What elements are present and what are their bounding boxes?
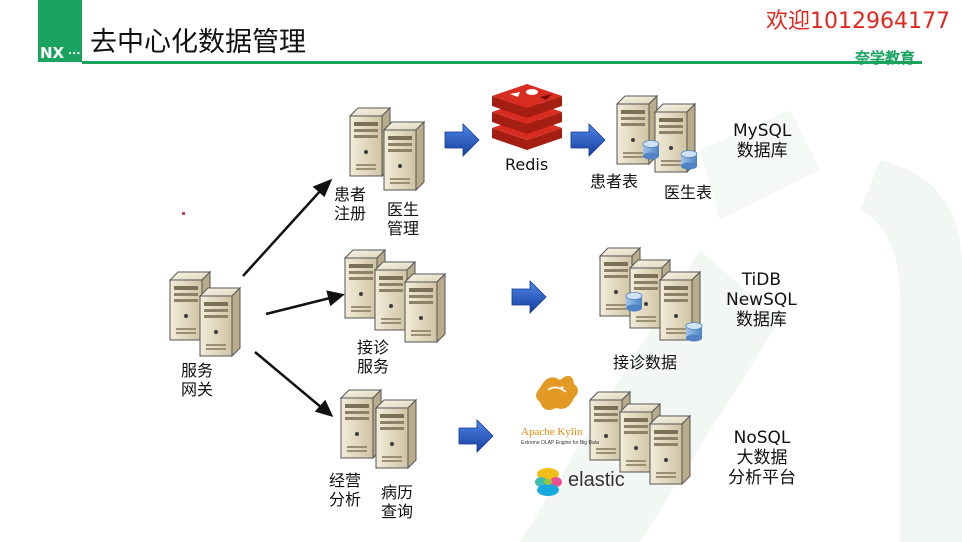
nosql-title-line2: 大数据 [736, 448, 788, 468]
register-label-line1: 患者 [334, 185, 367, 204]
operations-service-servers [340, 389, 417, 469]
nosql-title-line1: NoSQL [733, 428, 791, 448]
register-service-servers [349, 107, 425, 191]
consult-label-line2: 服务 [357, 357, 390, 376]
gateway-connectors [242, 178, 345, 417]
nosql-title-line3: 分析平台 [728, 468, 796, 488]
doctor-mgmt-label-line1: 医生 [387, 200, 420, 219]
doctor-mgmt-label: 医生 管理 [387, 200, 419, 238]
connector-to-register [242, 188, 323, 277]
server-icon [404, 273, 446, 343]
consult-data-label: 接诊数据 [613, 353, 678, 372]
logo-dots-icon: ∙∙∙ [68, 47, 81, 60]
records-label-line2: 查询 [381, 502, 414, 521]
database-cylinder-icon [680, 150, 698, 170]
doctor-mgmt-label-line2: 管理 [387, 219, 420, 238]
server-icon [375, 399, 417, 469]
records-label: 病历 查询 [381, 483, 413, 521]
stray-mark [182, 212, 185, 215]
nx-logo: NX ∙∙∙ [38, 0, 82, 62]
gateway-label: 服务 网关 [181, 361, 213, 399]
elastic-name: elastic [568, 469, 625, 491]
arrowhead-icon [312, 178, 333, 198]
register-label: 患者 注册 [334, 185, 366, 223]
gateway-label-line1: 服务 [181, 361, 214, 380]
kylin-logo-icon [536, 375, 578, 410]
page-title: 去中心化数据管理 [90, 27, 306, 58]
watermark-text: 欢迎1012964177 [766, 9, 950, 34]
consult-service-servers [344, 249, 446, 343]
right-arrow-icon [444, 123, 480, 157]
database-cylinder-icon [625, 292, 643, 312]
mysql-title-line1: MySQL [733, 121, 792, 141]
header-divider [82, 61, 922, 64]
right-arrow-icon [570, 123, 606, 157]
kylin-name: Apache Kylin [521, 426, 583, 438]
server-icon [383, 121, 425, 191]
right-arrow-icon [511, 280, 547, 314]
tidb-title-line1: TiDB [741, 270, 782, 290]
database-cylinder-icon [685, 322, 703, 342]
gateway-servers [169, 271, 241, 357]
tidb-title: TiDB NewSQL 数据库 [726, 270, 797, 330]
server-icon [649, 415, 691, 485]
operations-label: 经营 分析 [329, 471, 361, 509]
register-label-line2: 注册 [334, 204, 367, 223]
consult-label: 接诊 服务 [357, 338, 389, 376]
patient-table-label: 患者表 [590, 172, 639, 191]
tidb-servers [599, 247, 703, 342]
tidb-title-line3: 数据库 [735, 310, 787, 330]
right-arrow-icon [458, 419, 494, 453]
operations-label-line2: 分析 [329, 490, 362, 509]
records-label-line1: 病历 [381, 483, 414, 502]
mysql-title: MySQL 数据库 [733, 121, 791, 161]
database-cylinder-icon [642, 140, 660, 160]
connector-to-consult [265, 296, 331, 316]
arrowhead-icon [314, 399, 334, 417]
operations-label-line1: 经营 [329, 471, 362, 490]
elastic-logo-icon [535, 468, 562, 496]
brand-name: 奈学教育 [855, 49, 916, 67]
kylin-tagline: Extreme OLAP Engine for Big Data [521, 440, 600, 446]
doctor-table-label: 医生表 [664, 183, 713, 202]
mysql-servers [616, 95, 698, 173]
mysql-title-line2: 数据库 [736, 141, 788, 161]
redis-label: Redis [505, 155, 549, 174]
nosql-title: NoSQL 大数据 分析平台 [728, 428, 796, 488]
redis-logo-icon [492, 84, 562, 150]
server-icon [340, 389, 382, 459]
tidb-title-line2: NewSQL [726, 290, 797, 310]
arrowhead-icon [326, 290, 345, 307]
server-icon [199, 287, 241, 357]
gateway-label-line2: 网关 [181, 380, 214, 399]
logo-text: NX [40, 44, 65, 62]
consult-label-line1: 接诊 [357, 338, 390, 357]
connector-to-operations [254, 351, 323, 409]
